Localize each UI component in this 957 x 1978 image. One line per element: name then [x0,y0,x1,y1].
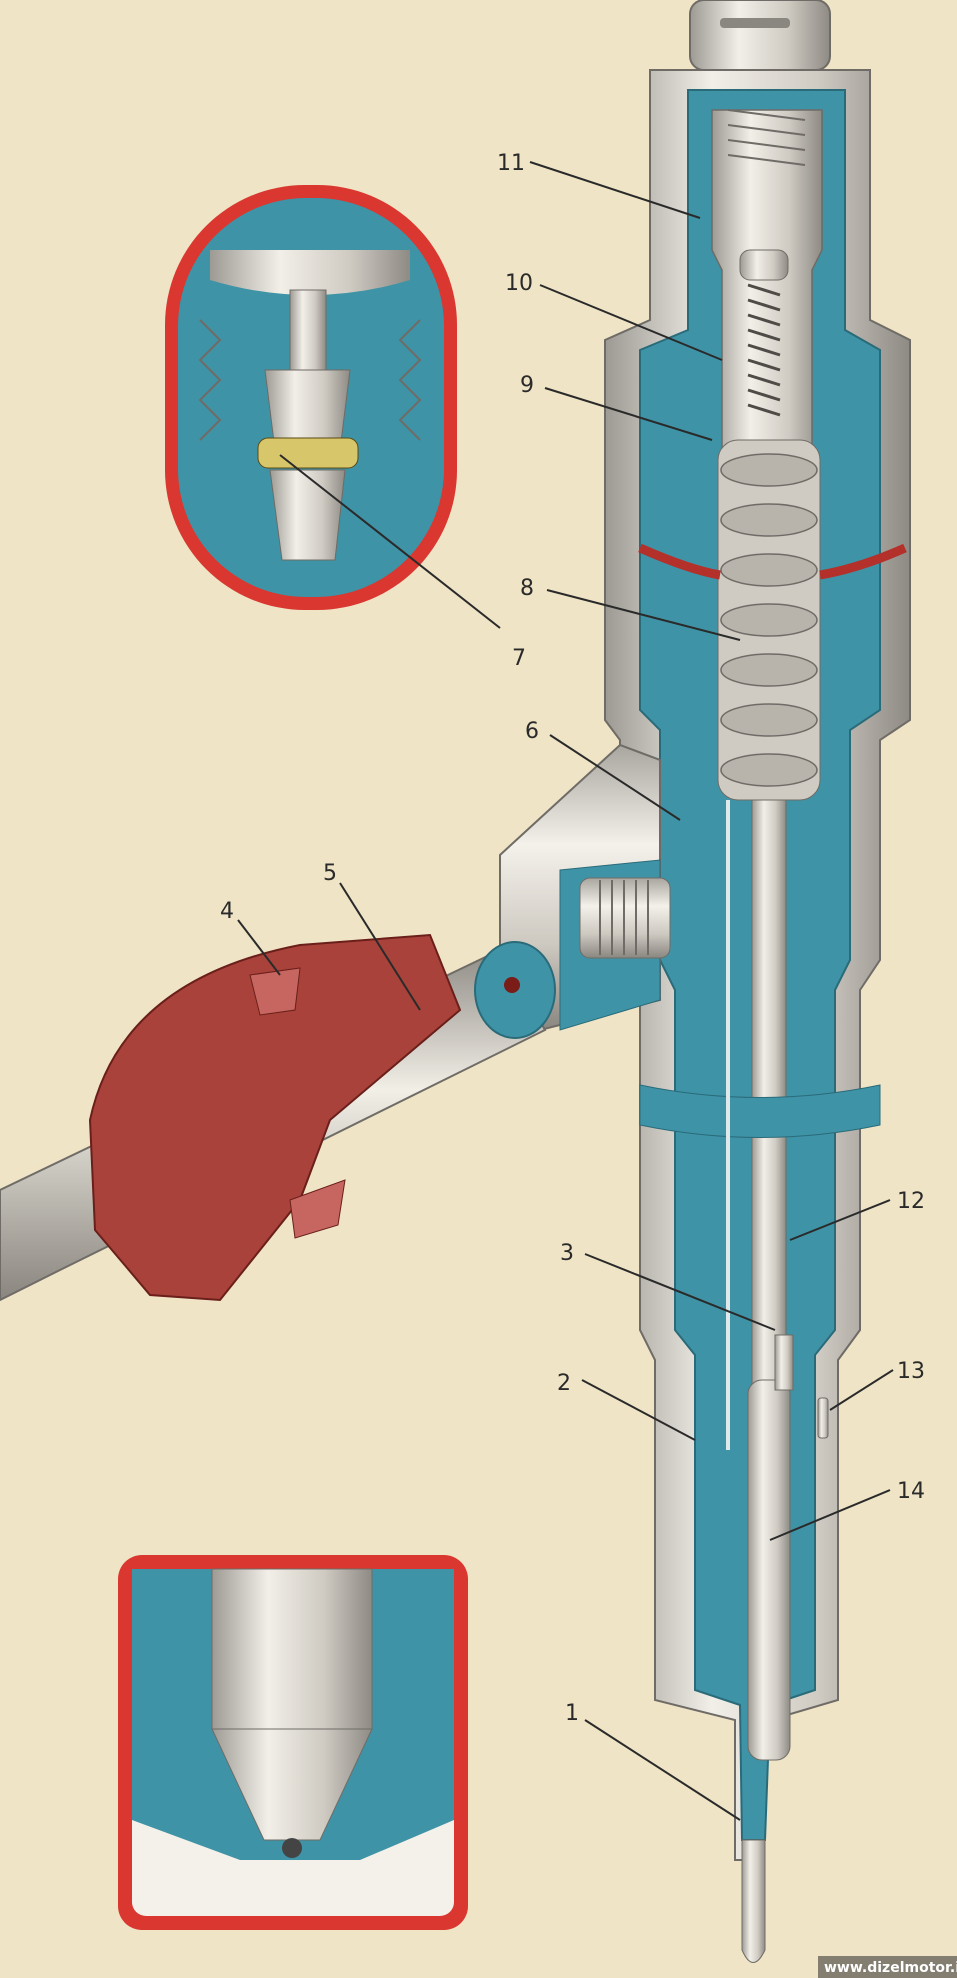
watermark: www.dizelmotor.in [818,1956,957,1978]
rubber-boot [88,933,462,1302]
detail-inset-valve [165,185,457,610]
callout-2: 2 [557,1371,571,1396]
callout-3: 3 [560,1241,574,1266]
watermark-text: www.dizelmotor.in [824,1960,957,1976]
callout-13: 13 [897,1359,925,1384]
callout-labels: 11 10 9 8 6 5 4 7 12 3 2 13 14 1 [220,151,925,1726]
callout-12: 12 [897,1189,925,1214]
callout-14: 14 [897,1479,925,1504]
callout-6: 6 [525,719,539,744]
callout-5: 5 [323,861,337,886]
callout-8: 8 [520,576,534,601]
callout-11: 11 [497,151,525,176]
callout-1: 1 [565,1701,579,1726]
callout-leaders [237,161,894,1821]
callout-4: 4 [220,899,234,924]
detail-inset-nozzle [118,1555,468,1930]
callout-9: 9 [520,373,534,398]
callout-7: 7 [512,646,526,671]
injector-body [604,0,911,1963]
callout-10: 10 [505,271,533,296]
